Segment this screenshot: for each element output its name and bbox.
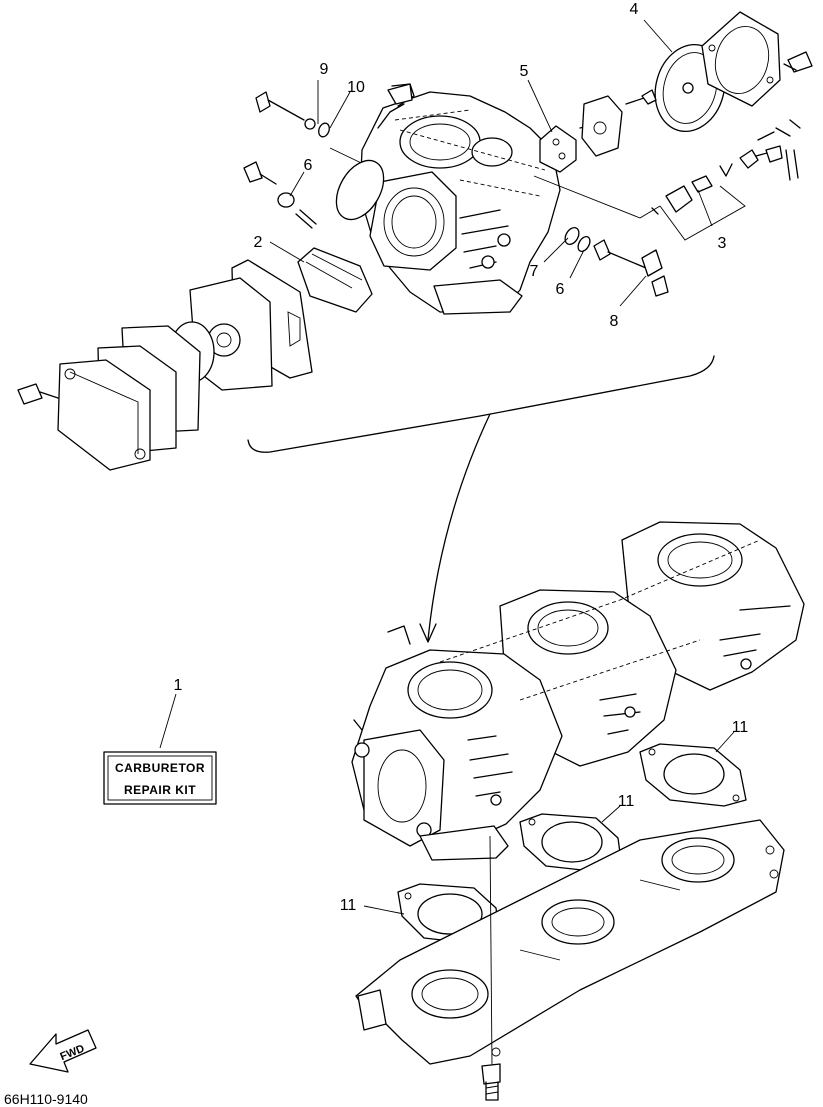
fwd-arrow-icon: FWD	[29, 1029, 97, 1073]
callout-10: 10	[347, 79, 365, 96]
leader-line	[269, 241, 305, 263]
part-6-washer-right	[577, 235, 591, 253]
leader-line	[363, 905, 405, 915]
diagram-part-number: 66H110-9140	[4, 1091, 88, 1107]
part-6-washer-left	[243, 161, 317, 229]
gasket-11-right	[639, 743, 747, 807]
grouping-brace	[247, 355, 715, 453]
leader-line	[715, 731, 735, 753]
leader-line	[329, 91, 351, 129]
leader-line	[619, 275, 647, 307]
callout-9: 9	[320, 61, 329, 78]
part-3-jets	[651, 163, 733, 215]
carburetor-assembly	[351, 521, 805, 861]
part-2-filter	[297, 247, 373, 313]
part-10-oring	[318, 122, 330, 138]
callout-11-right: 11	[732, 719, 749, 736]
leader-line	[527, 79, 553, 133]
assembly-arrow	[427, 413, 491, 641]
part-9-screw-left	[255, 91, 316, 130]
assembly-line	[659, 185, 746, 241]
callout-7: 7	[530, 263, 539, 280]
callout-1: 1	[174, 677, 183, 694]
small-hardware-right	[739, 119, 801, 181]
callout-5: 5	[520, 63, 529, 80]
cover-screw	[783, 51, 813, 73]
part-7-oring	[564, 226, 580, 246]
callout-6-right: 6	[556, 281, 565, 298]
diaphragm-cover	[701, 11, 781, 107]
callout-11-front: 11	[340, 897, 357, 914]
leader-line	[643, 19, 673, 53]
intake-manifold	[355, 819, 785, 1065]
pump-cover	[57, 359, 151, 471]
leader-line	[697, 189, 713, 227]
repair-kit-line2: REPAIR KIT	[124, 783, 196, 797]
leader-line	[159, 693, 177, 749]
callout-2: 2	[254, 234, 263, 251]
leader-line	[543, 237, 569, 263]
leader-line	[289, 171, 305, 197]
carburetor-repair-kit-label: CARBURETOR REPAIR KIT	[103, 751, 217, 805]
repair-kit-line1: CARBURETOR	[115, 761, 205, 775]
pump-screw	[17, 383, 59, 405]
leader-line	[601, 805, 621, 823]
carburetor-exploded-body	[359, 83, 561, 315]
callout-8: 8	[610, 313, 619, 330]
callout-4: 4	[630, 1, 639, 18]
part-8-screw	[593, 239, 669, 297]
gasket-oval-left	[335, 159, 385, 221]
leader-line	[569, 249, 585, 279]
callout-11-middle: 11	[618, 793, 635, 810]
pump-body-upper	[581, 89, 657, 157]
callout-6-left: 6	[304, 157, 313, 174]
arrow-head	[419, 623, 437, 643]
bolt-center-line	[489, 835, 493, 1067]
callout-3: 3	[718, 235, 727, 252]
manifold-bolt	[481, 1063, 501, 1101]
